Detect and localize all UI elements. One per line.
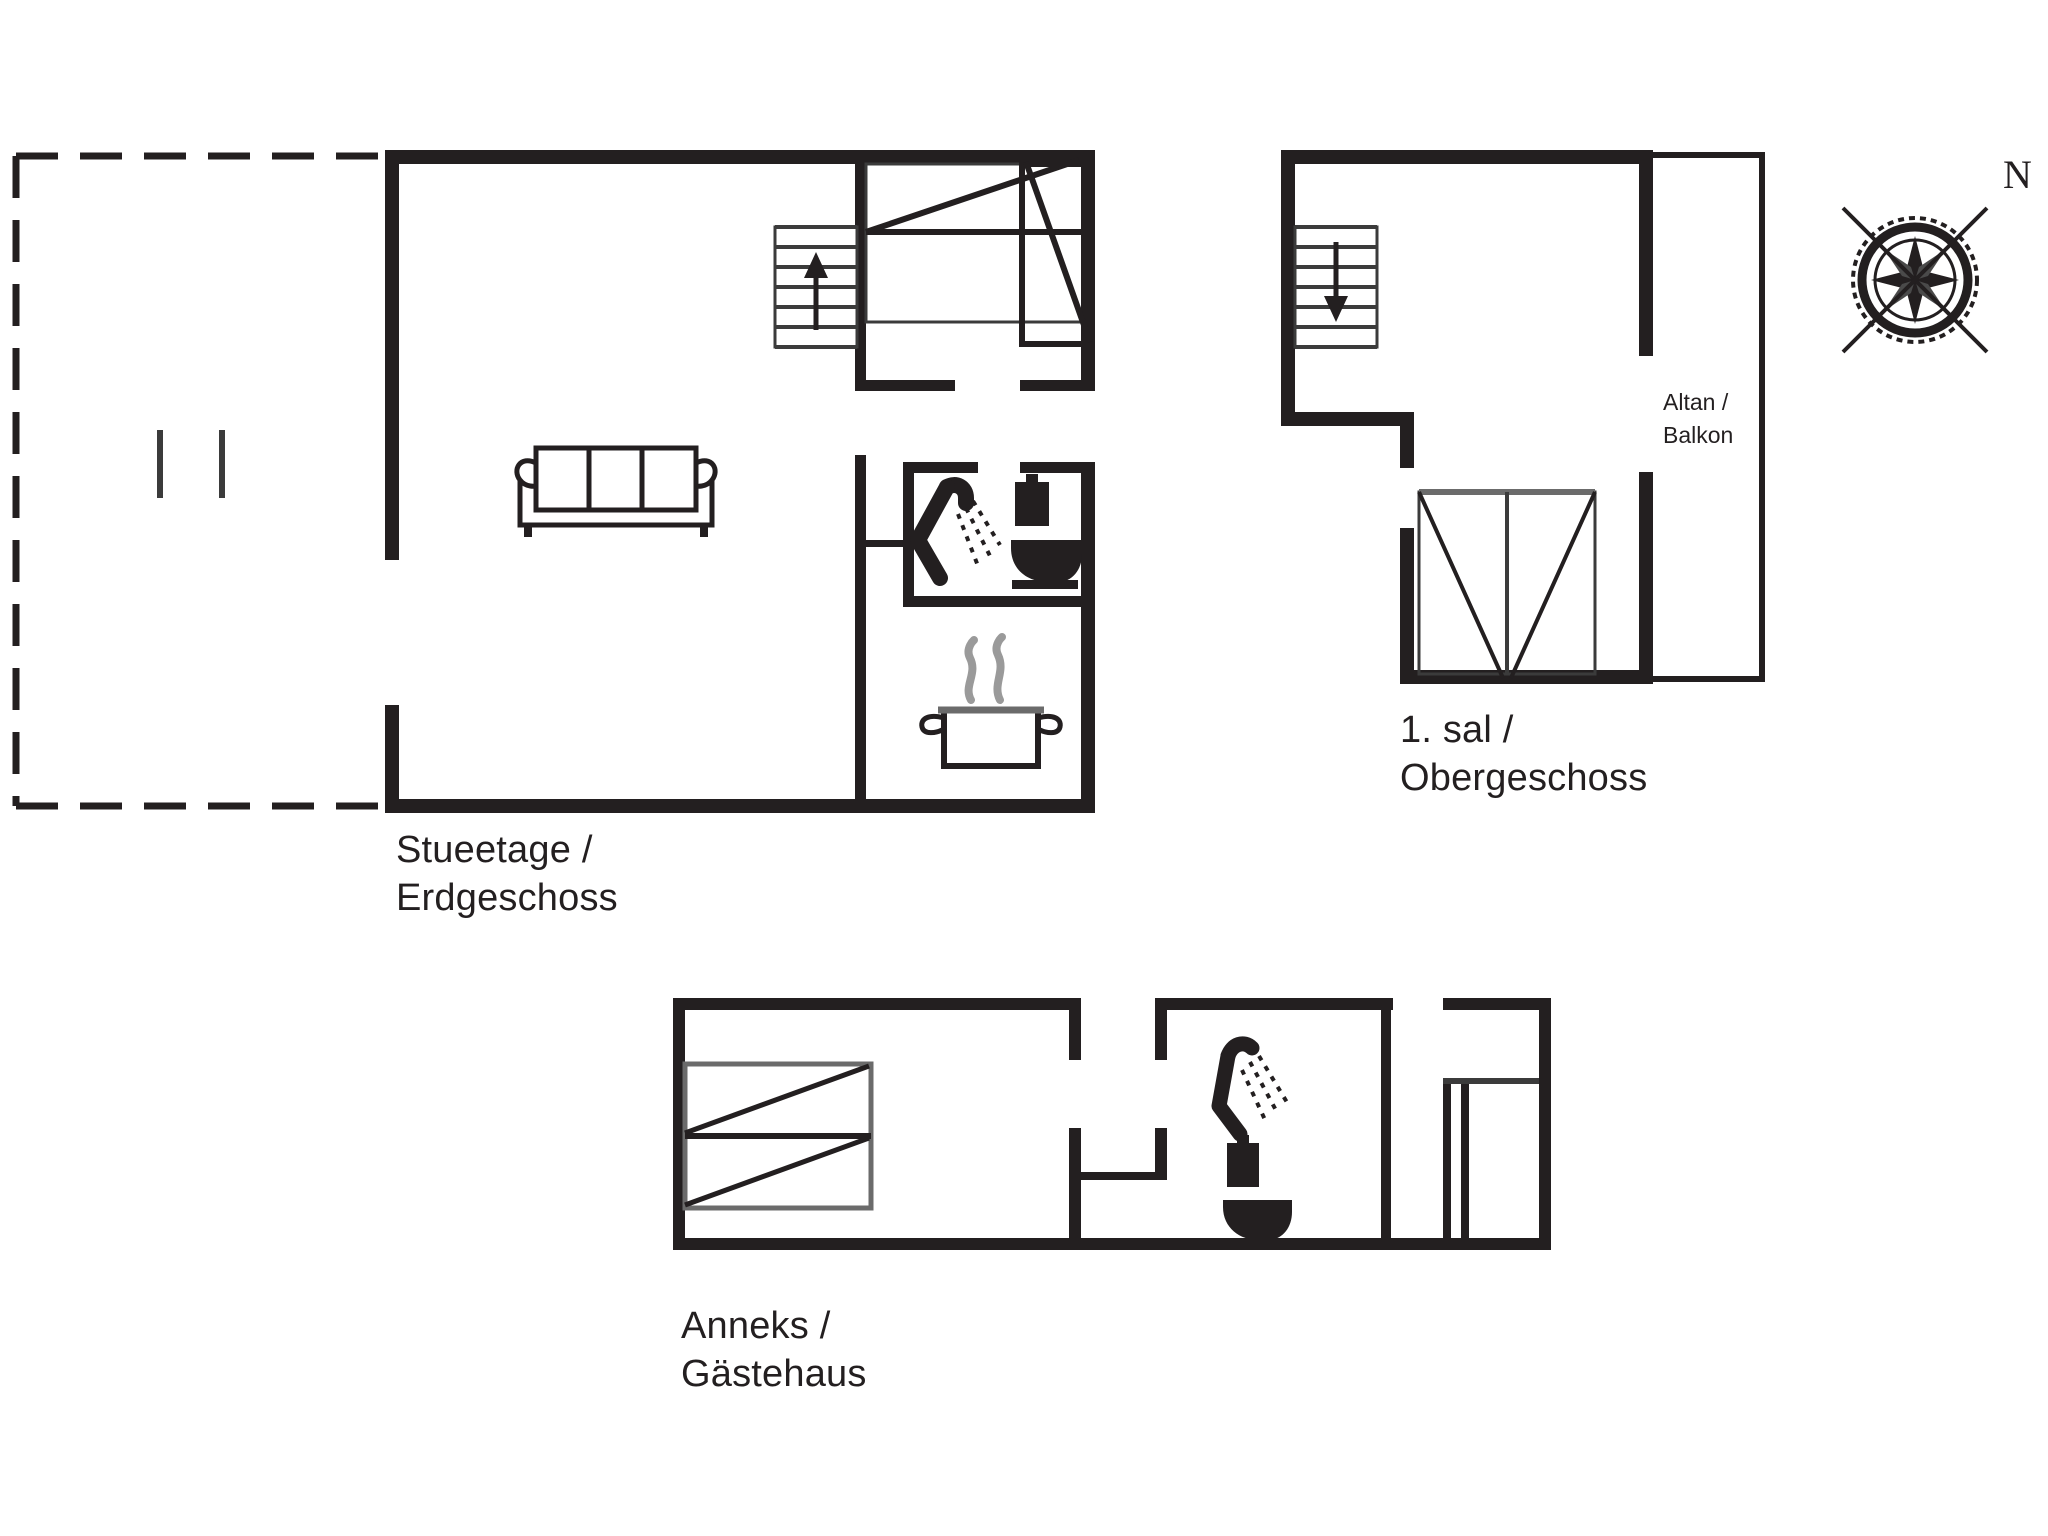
annex-walls [673, 998, 1551, 1250]
annex-label-line2: Gästehaus [681, 1353, 867, 1395]
upper-floor-label-line1: 1. sal / [1400, 709, 1514, 751]
double-bed-icon [1417, 489, 1597, 679]
toilet-icon [1011, 474, 1082, 589]
ground-bathroom-walls [855, 462, 1082, 607]
stairs-down-icon [1293, 225, 1379, 349]
toilet-icon [1223, 1135, 1292, 1247]
upper-floor-plan: Altan / Balkon 1. sal / Obergeschoss [1281, 150, 1765, 799]
cooking-pot-icon [919, 633, 1063, 769]
upper-floor-walls [1281, 150, 1765, 684]
bed-icon [864, 157, 1093, 347]
compass-needle-lines [1841, 206, 1989, 354]
balcony-label-line1: Altan / [1663, 389, 1729, 415]
shower-icon [1211, 1036, 1290, 1142]
terrace-gap-marks [157, 430, 225, 498]
ground-floor-label-line2: Erdgeschoss [396, 877, 618, 919]
ground-floor-plan: Stueetage / Erdgeschoss [12, 150, 1095, 919]
upper-floor-label-line2: Obergeschoss [1400, 757, 1647, 799]
single-bed-icon [682, 1133, 874, 1211]
compass-north-label: N [2003, 152, 2032, 197]
ground-floor-label-line1: Stueetage / [396, 829, 593, 871]
balcony-label-line2: Balkon [1663, 422, 1733, 448]
single-bed-icon [682, 1061, 874, 1139]
stairs-up-icon [773, 225, 859, 349]
terrace-outline [12, 152, 390, 810]
annex-label-line1: Anneks / [681, 1305, 831, 1347]
sofa-icon [514, 445, 718, 537]
ground-floor-partitions [855, 157, 1095, 813]
annex-plan: Anneks / Gästehaus [673, 998, 1551, 1395]
ground-floor-walls [385, 150, 1095, 813]
shower-icon [910, 477, 1002, 586]
compass-rose: N [1841, 152, 2032, 354]
